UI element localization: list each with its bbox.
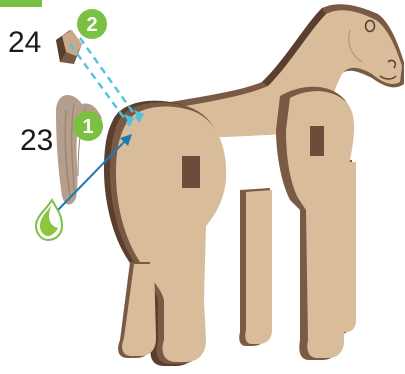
glue-arrow	[55, 134, 132, 213]
insertion-guides	[69, 37, 144, 127]
step-badge-1: 1	[73, 111, 103, 141]
corner-tab	[0, 0, 42, 7]
step-badge-2: 2	[77, 9, 107, 39]
back-far-leg	[239, 188, 272, 346]
glue-drop-icon	[34, 197, 64, 242]
hind-near-leg	[104, 100, 227, 367]
part-label-24: 24	[8, 26, 41, 59]
front-near-leg	[276, 86, 355, 360]
block-part	[56, 30, 82, 64]
step-2-number: 2	[86, 14, 97, 36]
step-1-number: 1	[82, 116, 93, 138]
part-label-23: 23	[20, 124, 53, 157]
